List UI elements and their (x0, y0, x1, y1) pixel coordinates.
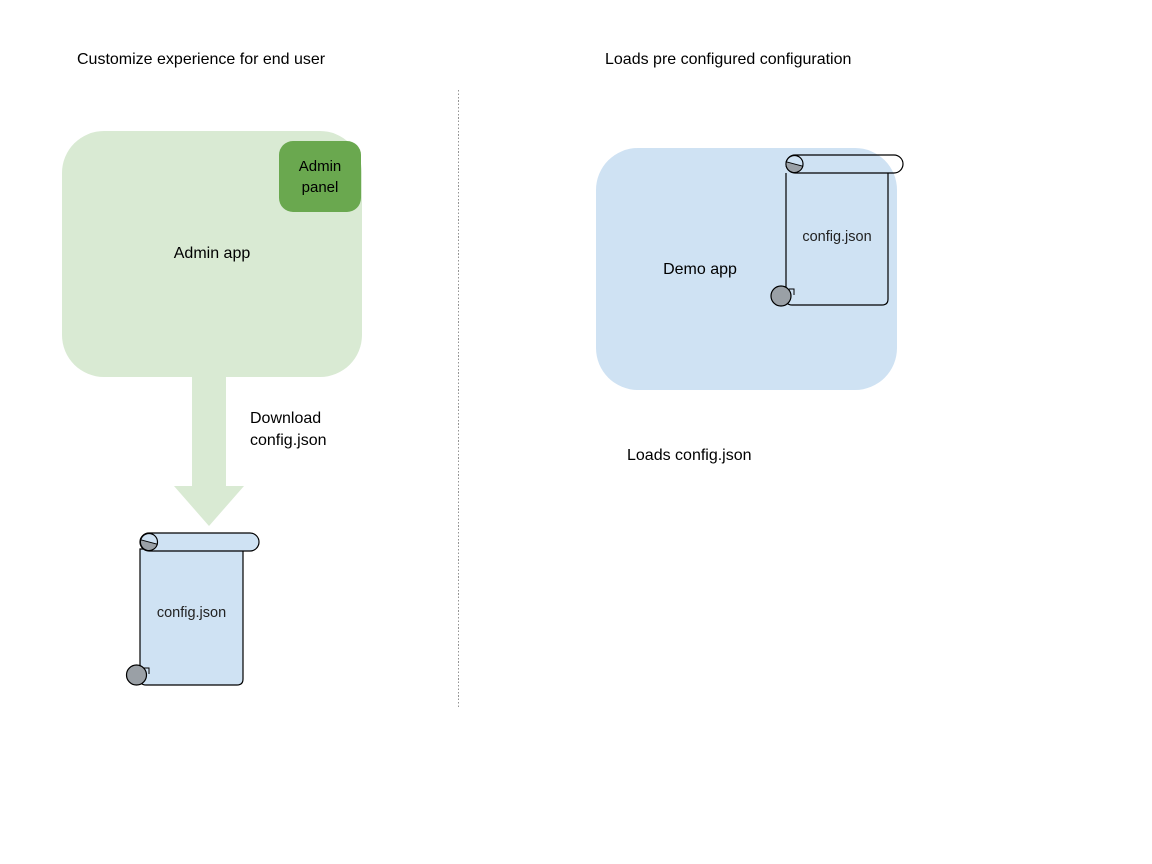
config-file-label-left: config.json (156, 605, 227, 621)
admin-panel-shape: Admin panel (279, 141, 361, 212)
scroll-document-icon-left (125, 532, 260, 686)
download-caption-line1: Download (250, 410, 322, 427)
admin-app-label: Admin app (173, 245, 251, 262)
demo-app-shape (596, 148, 897, 390)
left-section-title: Customize experience for end user (77, 51, 326, 68)
scroll-document-icon-right (770, 154, 904, 307)
admin-panel-label: Admin panel (298, 157, 342, 196)
admin-app-shape: Admin app Admin panel (62, 131, 362, 377)
config-file-label-right: config.json (802, 229, 872, 245)
right-section-title: Loads pre configured configuration (605, 51, 852, 68)
down-arrow-icon (174, 377, 244, 526)
download-caption-line2: config.json (250, 432, 327, 449)
loads-caption: Loads config.json (627, 447, 752, 464)
demo-app-label: Demo app (663, 261, 737, 278)
section-divider (458, 90, 459, 708)
download-caption: Download config.json (250, 408, 327, 452)
